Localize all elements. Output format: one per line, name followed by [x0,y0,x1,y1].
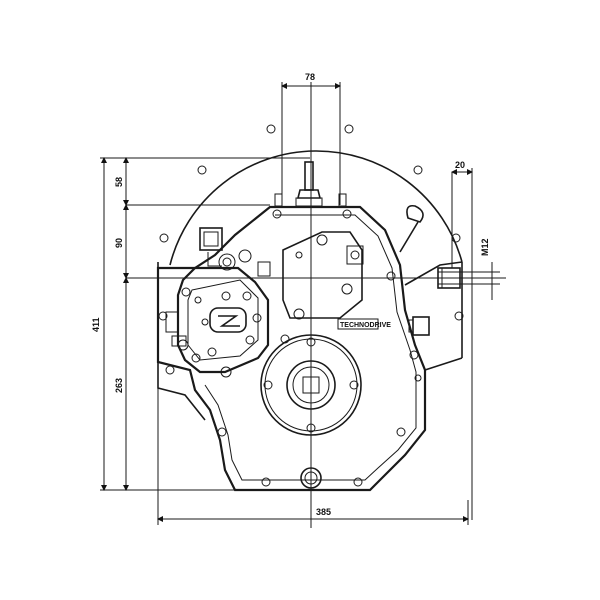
dim-58: 58 [114,177,124,187]
dim-385: 385 [316,507,331,517]
breather-stem [295,161,323,207]
side-plug [408,316,430,336]
dim-m12: M12 [480,238,490,256]
dimension-labels: 78 20 58 90 411 263 385 M12 [91,72,490,517]
dim-263: 263 [114,378,124,393]
dim-20: 20 [455,160,465,170]
dim-411: 411 [91,317,101,332]
control-valve-block [165,227,271,378]
brand-plate: TECHNODRIVE [337,318,391,330]
dim-78: 78 [305,72,315,82]
dipstick-ring [399,204,424,253]
dimension-lines [100,82,506,528]
dim-90: 90 [114,238,124,248]
top-cover-plate [282,231,364,320]
brand-plate-text: TECHNODRIVE [340,322,391,329]
